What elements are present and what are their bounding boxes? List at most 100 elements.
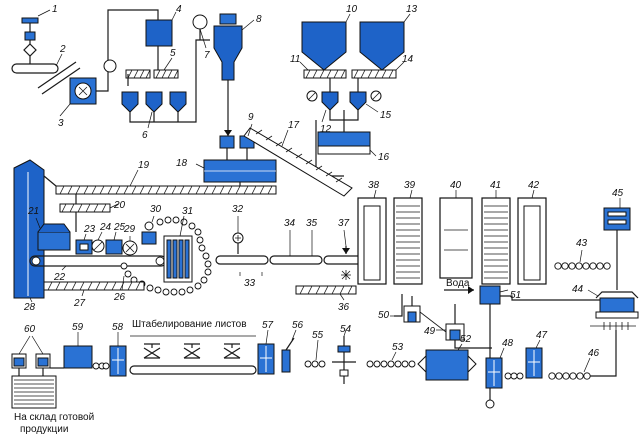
screw-27	[43, 281, 145, 291]
water-system	[394, 285, 600, 409]
label-48: 48	[502, 338, 514, 349]
label-45: 45	[612, 188, 624, 199]
screw-11-14	[303, 69, 397, 79]
label-33: 33	[244, 278, 256, 289]
conveyor-2	[11, 61, 81, 95]
label-13: 13	[406, 4, 418, 15]
label-10: 10	[346, 4, 358, 15]
label-52: 52	[460, 334, 472, 345]
label-1: 1	[52, 4, 58, 15]
label-24: 24	[99, 222, 112, 233]
label-37: 37	[338, 218, 350, 229]
label-58: 58	[112, 322, 124, 333]
number-labels: 1 2 3 4 5 6 7 8 9 10 11 12 13 14 15 16 1…	[18, 4, 624, 373]
label-30: 30	[150, 204, 162, 215]
label-23: 23	[83, 224, 96, 235]
roller-loop-26	[120, 216, 212, 296]
label-29: 29	[123, 224, 136, 235]
kiln-38	[357, 197, 387, 285]
label-15: 15	[380, 110, 392, 121]
label-9: 9	[248, 112, 254, 123]
stacker-45	[603, 207, 631, 290]
label-51: 51	[510, 290, 521, 301]
cyclone-8	[213, 13, 243, 136]
label-25: 25	[113, 222, 126, 233]
label-22: 22	[53, 272, 66, 283]
kiln-42	[517, 197, 547, 285]
label-59: 59	[72, 322, 84, 333]
dosing-hoppers-6	[121, 39, 210, 123]
label-19: 19	[138, 160, 150, 171]
warehouse-caption-line1: На склад готовой	[14, 412, 94, 423]
label-36: 36	[338, 302, 350, 313]
unit-47	[525, 347, 543, 379]
roller-line-46	[504, 330, 617, 380]
unit-48	[485, 357, 503, 389]
label-17: 17	[288, 120, 300, 131]
silo-10	[301, 21, 347, 71]
label-50: 50	[378, 310, 390, 321]
transfer-44	[590, 291, 639, 330]
collector-18	[203, 148, 277, 183]
kiln-40	[439, 197, 473, 279]
screw-20	[59, 194, 111, 213]
screw-conveyor-5	[125, 46, 179, 86]
label-6: 6	[142, 130, 148, 141]
label-35: 35	[306, 218, 318, 229]
label-4: 4	[176, 4, 182, 15]
label-14: 14	[402, 54, 414, 65]
label-41: 41	[490, 180, 501, 191]
unit-58	[92, 345, 127, 377]
kiln-39	[393, 197, 423, 285]
label-26: 26	[113, 292, 126, 303]
label-54: 54	[340, 324, 352, 335]
label-43: 43	[576, 238, 588, 249]
label-5: 5	[170, 48, 176, 59]
mixer-16	[315, 110, 371, 177]
label-16: 16	[378, 152, 390, 163]
label-44: 44	[572, 284, 584, 295]
label-27: 27	[73, 298, 86, 309]
label-38: 38	[368, 180, 380, 191]
label-3: 3	[58, 118, 64, 129]
rollers-53	[366, 360, 416, 368]
label-18: 18	[176, 158, 188, 169]
conveyors-32-37	[215, 232, 365, 295]
label-11: 11	[290, 54, 300, 65]
label-34: 34	[284, 218, 296, 229]
label-56: 56	[292, 320, 304, 331]
stacking-lifts	[129, 335, 257, 375]
feeder-1	[21, 17, 39, 64]
label-21: 21	[27, 206, 39, 217]
label-20: 20	[113, 200, 126, 211]
label-2: 2	[59, 44, 66, 55]
label-55: 55	[312, 330, 324, 341]
unit-52	[417, 349, 477, 381]
label-40: 40	[450, 180, 462, 191]
fan-7	[192, 14, 208, 40]
label-31: 31	[182, 206, 193, 217]
units-23-24-25	[75, 239, 123, 255]
stacking-caption: Штабелирование листов	[132, 318, 247, 330]
label-47: 47	[536, 330, 548, 341]
label-8: 8	[256, 14, 262, 25]
unit-57	[257, 343, 275, 375]
label-28: 28	[23, 302, 36, 313]
kiln-41	[481, 197, 511, 285]
water-caption: Вода	[446, 278, 470, 289]
weigh-hoppers-12-15	[306, 78, 382, 111]
long-screw-19	[55, 182, 277, 195]
unit-56	[281, 337, 295, 373]
press-31	[163, 235, 193, 283]
label-53: 53	[392, 342, 404, 353]
unit-59	[63, 345, 93, 369]
silo-4	[103, 9, 173, 73]
forming-line-22	[29, 255, 167, 267]
label-7: 7	[204, 50, 210, 61]
label-49: 49	[424, 326, 436, 337]
inclined-screw-17	[243, 127, 353, 197]
crusher-3	[69, 72, 109, 105]
unit-60	[11, 353, 64, 369]
warehouse-caption-line2: продукции	[20, 424, 68, 435]
